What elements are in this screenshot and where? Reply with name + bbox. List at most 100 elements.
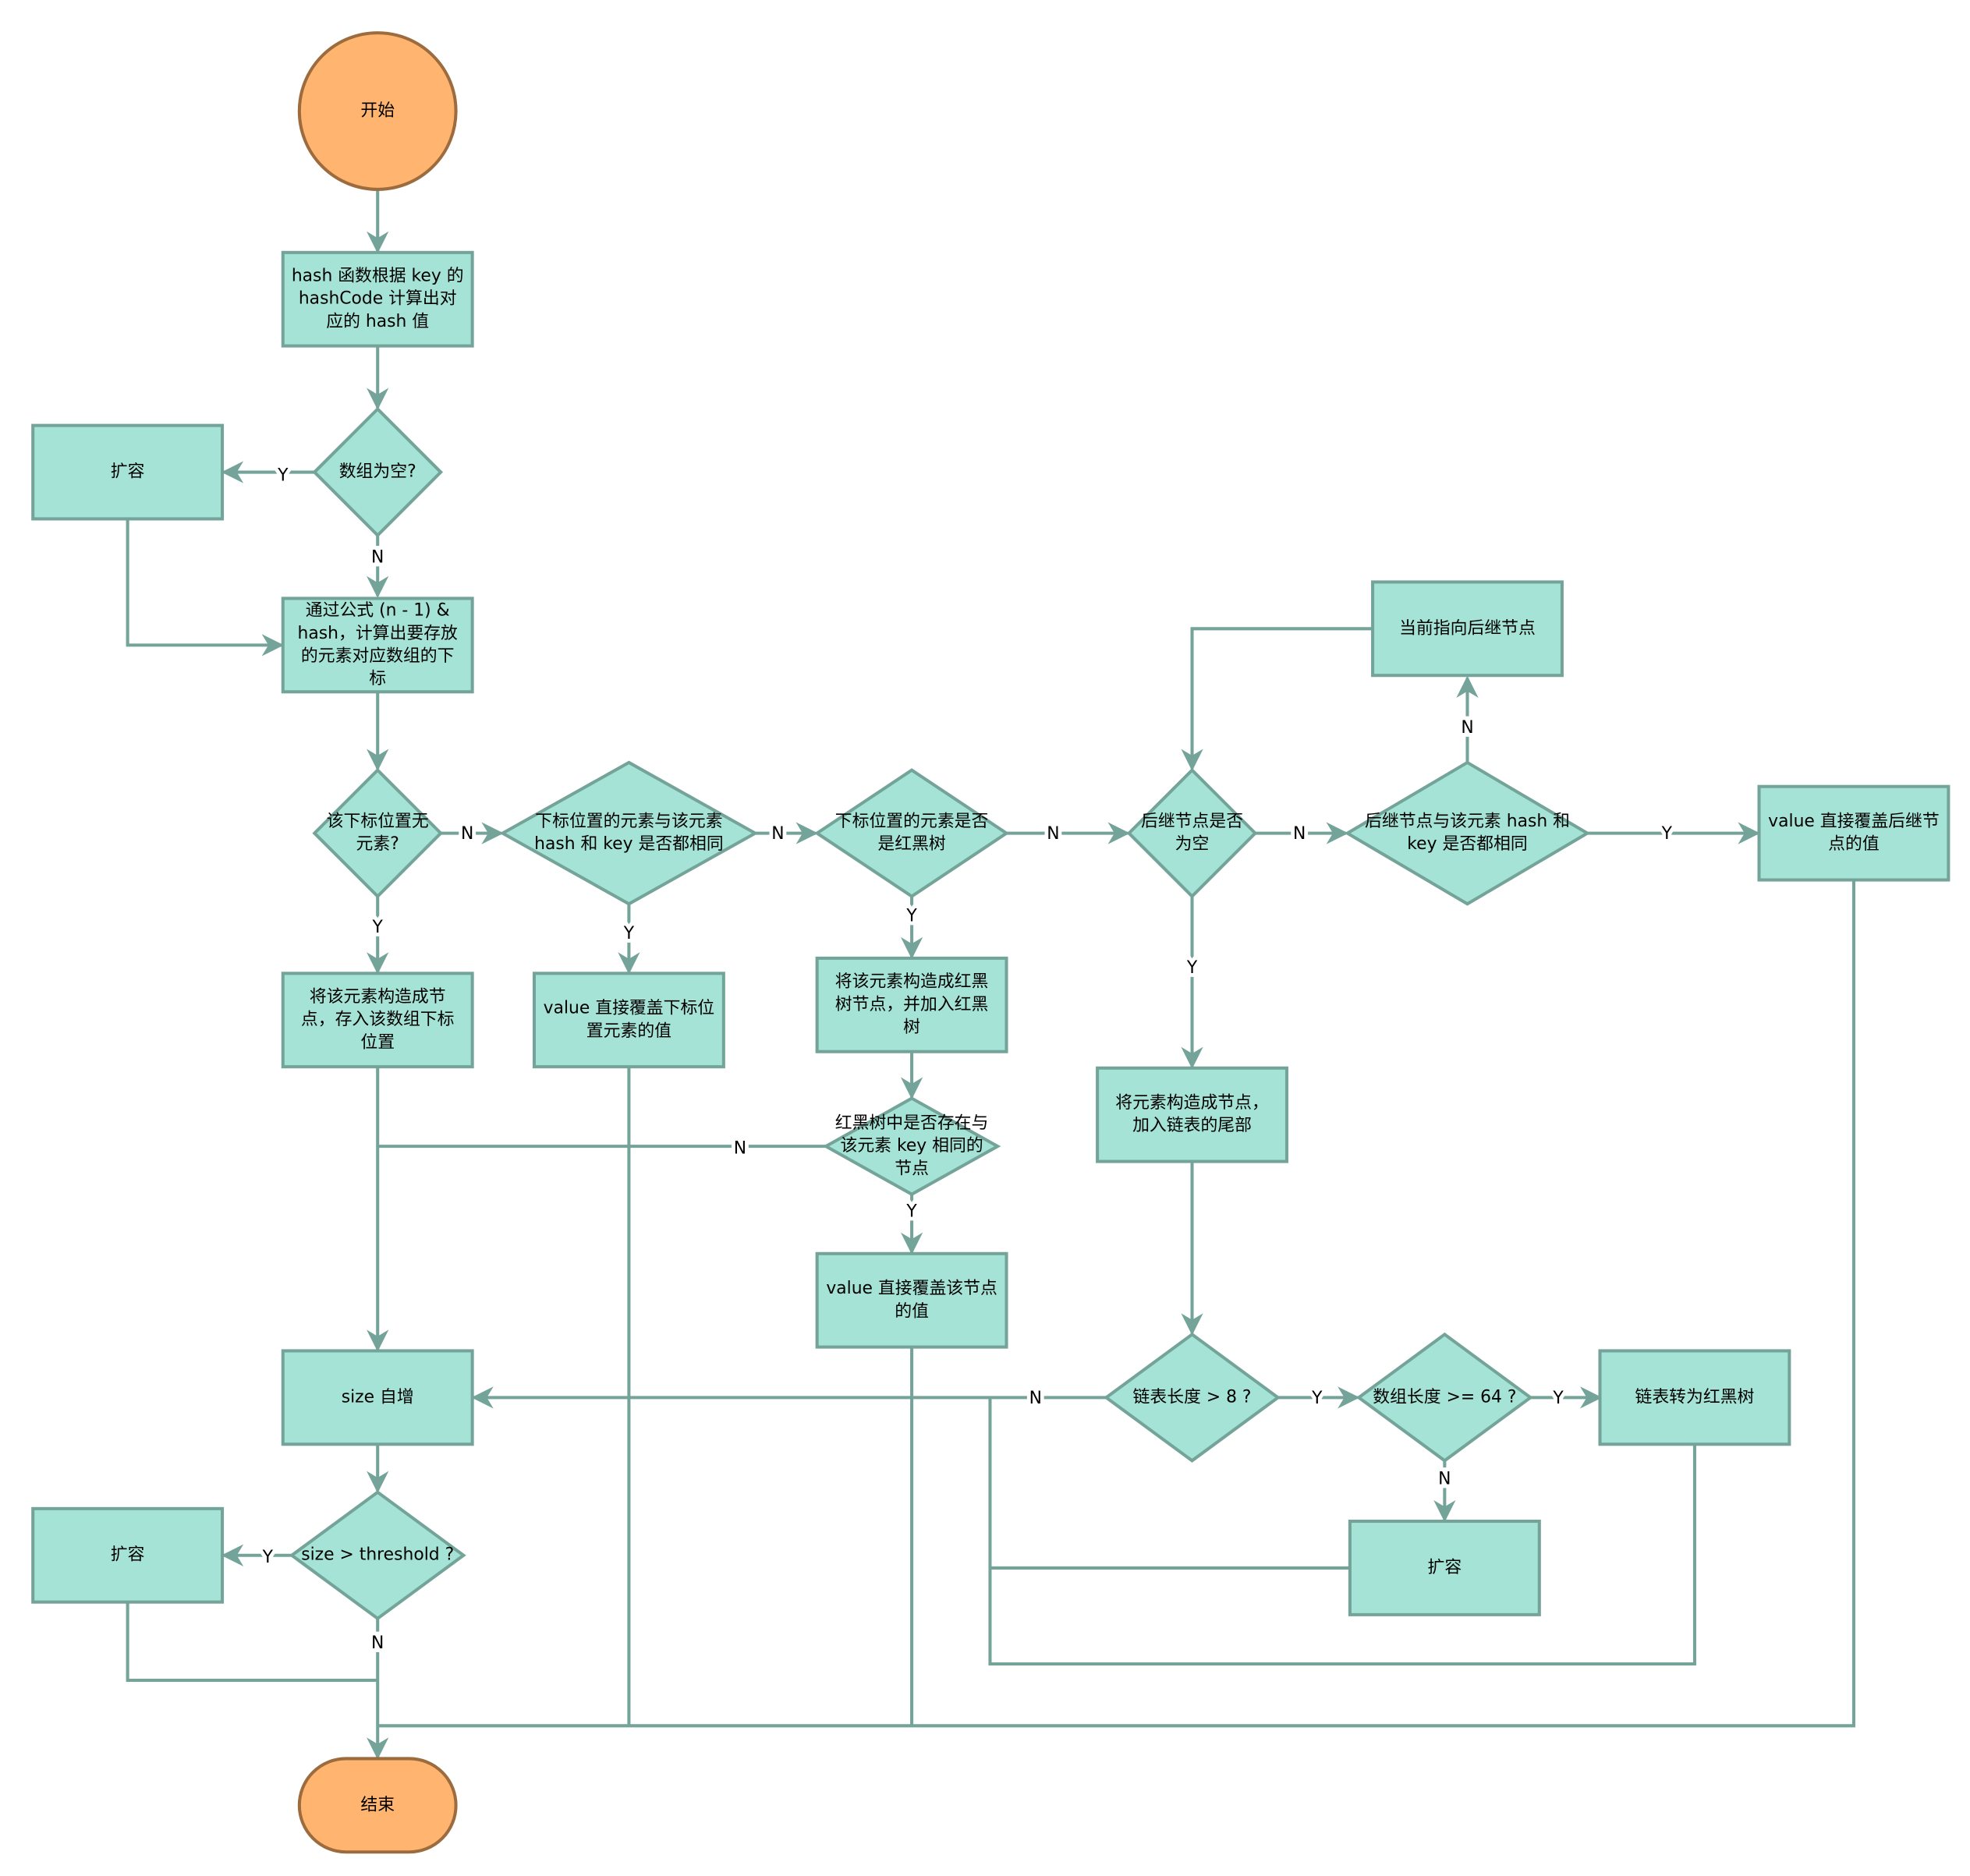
node-text: 后继节点与该元素 hash 和 <box>1365 812 1570 831</box>
node-text: 的值 <box>895 1301 929 1321</box>
node-text: 点的值 <box>1828 834 1880 854</box>
node-text: 数组长度 >= 64 ? <box>1373 1387 1516 1407</box>
node-append: 将元素构造成节点，加入链表的尾部 <box>1096 1066 1288 1163</box>
node-text: key 是否都相同 <box>1407 834 1527 854</box>
decision-shape <box>1355 1332 1533 1463</box>
node-empty: 数组为空? <box>312 406 444 538</box>
decision-shape <box>814 768 1010 899</box>
edge-label-no: N <box>1293 824 1306 844</box>
node-text: 将元素构造成节点， <box>1115 1093 1269 1113</box>
node-text: hash 函数根据 key 的 <box>292 267 464 286</box>
node-text: 下标位置的元素是否 <box>835 812 989 831</box>
node-text: 为空 <box>1175 834 1210 854</box>
node-text: 位置 <box>360 1032 395 1052</box>
edge-label-yes: Y <box>905 1202 917 1221</box>
node-resize3: 扩容 <box>1348 1520 1541 1616</box>
node-len64: 数组长度 >= 64 ? <box>1355 1332 1533 1463</box>
edge-label-yes: Y <box>262 1548 274 1567</box>
node-shape <box>1371 580 1564 678</box>
node-text: 树节点，并加入红黑 <box>835 995 989 1014</box>
edge-label-yes: Y <box>1661 824 1673 844</box>
node-nextsame: 后继节点与该元素 hash 和 key 是否都相同 <box>1344 760 1591 906</box>
decision-shape <box>289 1490 466 1621</box>
node-sizeinc: size 自增 <box>281 1349 474 1446</box>
node-shape <box>281 972 474 1069</box>
node-text: 将该元素构造成节 <box>310 987 446 1007</box>
node-text: 数组为空? <box>339 462 416 482</box>
node-text: size > threshold ? <box>301 1545 454 1565</box>
node-text: 开始 <box>360 101 395 120</box>
node-text: value 直接覆盖该节点 <box>826 1279 997 1298</box>
decision-shape <box>1126 767 1258 899</box>
node-resize2: 扩容 <box>31 1506 225 1604</box>
edge-label-no: N <box>1029 1389 1042 1408</box>
edge-label-no: N <box>771 824 784 844</box>
decision-shape <box>312 767 444 899</box>
node-text: 通过公式 (n - 1) & <box>306 601 450 621</box>
node-text: 节点 <box>895 1159 929 1178</box>
node-text: 后继节点是否 <box>1141 812 1243 831</box>
decision-shape <box>499 760 759 906</box>
node-shape <box>297 31 458 191</box>
node-text: 应的 hash 值 <box>326 312 429 331</box>
node-text: 链表长度 > 8 ? <box>1133 1387 1252 1407</box>
node-len8: 链表长度 > 8 ? <box>1104 1332 1281 1463</box>
edge-label-yes: Y <box>1552 1389 1564 1408</box>
node-text: value 直接覆盖下标位 <box>544 999 715 1018</box>
decision-shape <box>1104 1332 1281 1463</box>
decision-shape <box>822 1096 1001 1196</box>
edge-label-no: N <box>461 824 473 844</box>
decision-shape <box>1344 760 1591 906</box>
node-text: 将该元素构造成红黑 <box>835 972 989 992</box>
node-start: 开始 <box>297 31 458 191</box>
edge-label-yes: Y <box>372 918 384 937</box>
node-text: 结束 <box>360 1795 395 1814</box>
edges <box>126 189 1855 1760</box>
node-end: 结束 <box>297 1757 458 1854</box>
edge-label-no: N <box>1461 718 1473 738</box>
edge-label-no: N <box>1438 1470 1451 1489</box>
node-text: 扩容 <box>111 462 145 482</box>
node-shape <box>281 250 474 348</box>
node-shape <box>1348 1520 1541 1616</box>
node-shape <box>31 423 225 521</box>
edge-label-yes: Y <box>277 465 289 485</box>
edge-label-yes: Y <box>1311 1389 1323 1408</box>
edge-label-no: N <box>734 1138 746 1158</box>
edge-label-yes: Y <box>905 906 917 926</box>
node-shape <box>1096 1066 1288 1163</box>
node-text: 当前指向后继节点 <box>1399 618 1536 638</box>
node-shape <box>1598 1349 1791 1446</box>
node-text: 该元素 key 相同的 <box>840 1136 983 1156</box>
node-threshold: size > threshold ? <box>289 1490 466 1621</box>
node-resize1: 扩容 <box>31 423 225 521</box>
node-text: 扩容 <box>1428 1558 1462 1577</box>
edge-label-no: N <box>1047 824 1059 844</box>
node-text: 下标位置的元素与该元素 <box>535 812 722 831</box>
node-shape <box>815 1251 1008 1349</box>
node-movenext: 当前指向后继节点 <box>1371 580 1564 678</box>
node-shape <box>532 972 725 1069</box>
node-text: hash 和 key 是否都相同 <box>534 834 724 854</box>
node-text: size 自增 <box>342 1387 414 1407</box>
edge-label-yes: Y <box>623 924 635 943</box>
node-text: 红黑树中是否存在与 <box>835 1113 989 1133</box>
node-text: 标 <box>369 669 386 688</box>
node-shape <box>281 596 474 694</box>
node-text: value 直接覆盖后继节 <box>1768 812 1940 831</box>
edge-label-no: N <box>371 1634 384 1653</box>
node-text: 扩容 <box>111 1545 145 1565</box>
node-text: 置元素的值 <box>586 1021 671 1041</box>
node-text: 该下标位置无 <box>327 812 429 831</box>
